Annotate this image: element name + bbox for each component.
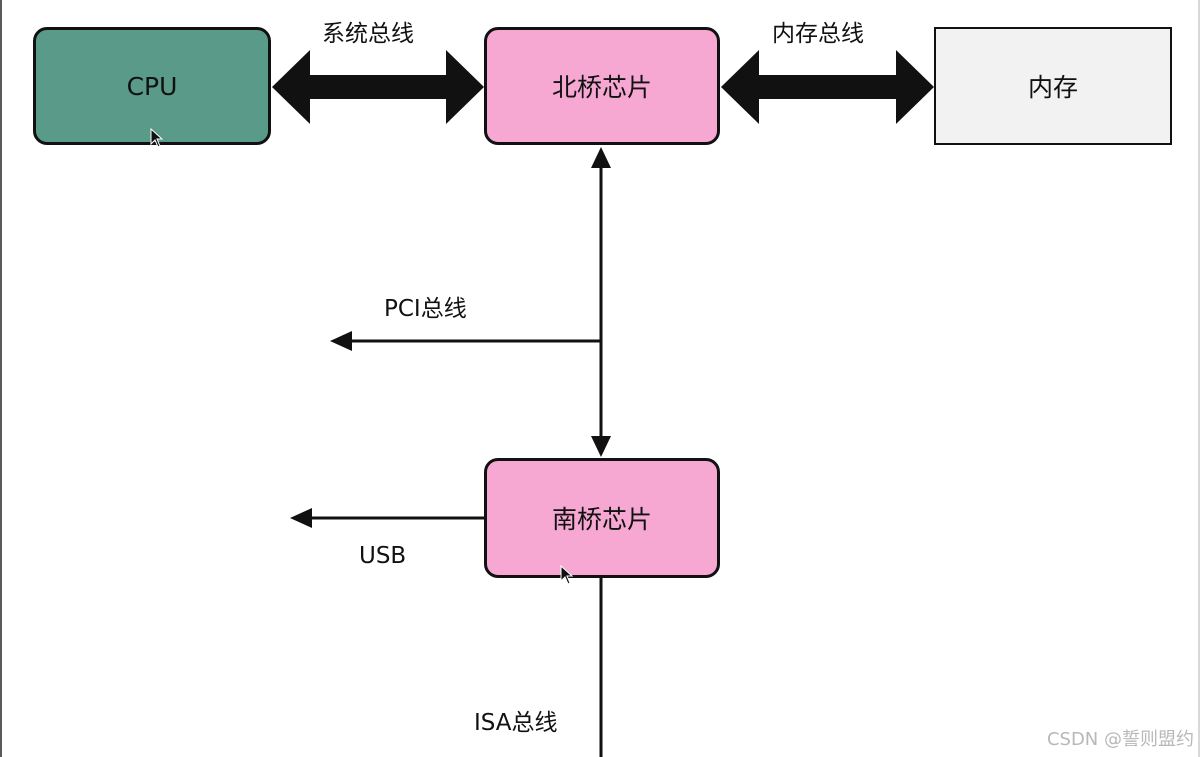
- mouse-pointer-icon: [560, 565, 574, 585]
- north-south-connector: [591, 147, 611, 457]
- north-bridge-label: 北桥芯片: [551, 73, 652, 102]
- south-bridge-node: 南桥芯片: [484, 458, 720, 578]
- mouse-pointer-icon: [150, 128, 164, 148]
- system-bus-arrow: [272, 50, 484, 124]
- system-bus-label: 系统总线: [322, 21, 414, 47]
- south-bridge-label: 南桥芯片: [551, 505, 652, 534]
- isa-bus-label: ISA总线: [474, 710, 558, 736]
- usb-arrow: [290, 508, 484, 528]
- pci-bus-arrow: [330, 331, 601, 351]
- cpu-node: CPU: [33, 27, 271, 145]
- memory-label: 内存: [1027, 73, 1078, 102]
- memory-bus-label: 内存总线: [772, 21, 864, 47]
- memory-bus-arrow: [721, 50, 934, 124]
- cpu-label: CPU: [126, 71, 178, 101]
- window-frame-right: [1198, 0, 1200, 757]
- watermark: CSDN @誓则盟约: [1046, 729, 1194, 750]
- window-frame-left: [0, 0, 2, 757]
- memory-node: 内存: [934, 27, 1172, 145]
- usb-label: USB: [359, 543, 407, 569]
- pci-bus-label: PCI总线: [384, 296, 467, 322]
- north-bridge-node: 北桥芯片: [484, 27, 720, 145]
